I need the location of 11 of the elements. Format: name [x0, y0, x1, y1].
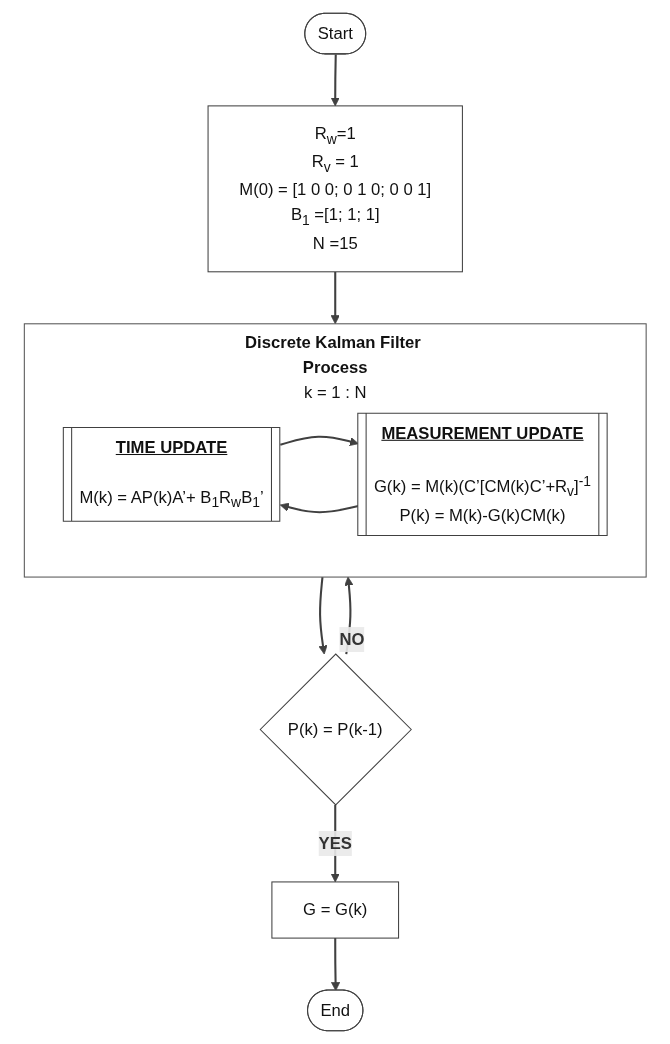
arrow: [330, 271, 340, 325]
node-box: R$_{w}$=1 R$_{v}$ = 1 M(0) = [1 0 0; 0 1 0; 0 0 1] B$_{1}$ =[1; 1; 1] N =15: [207, 105, 463, 273]
arrow: [330, 54, 340, 107]
edge-label: NO: [339, 630, 365, 648]
arrow: [330, 938, 340, 992]
edge-label: YES: [318, 834, 352, 852]
node-box: G = G(k): [271, 881, 399, 939]
arrow: [279, 435, 359, 447]
arrow: [279, 502, 359, 514]
arrow: [318, 576, 328, 655]
node-diamond: P(k) = P(k-1): [259, 653, 412, 806]
